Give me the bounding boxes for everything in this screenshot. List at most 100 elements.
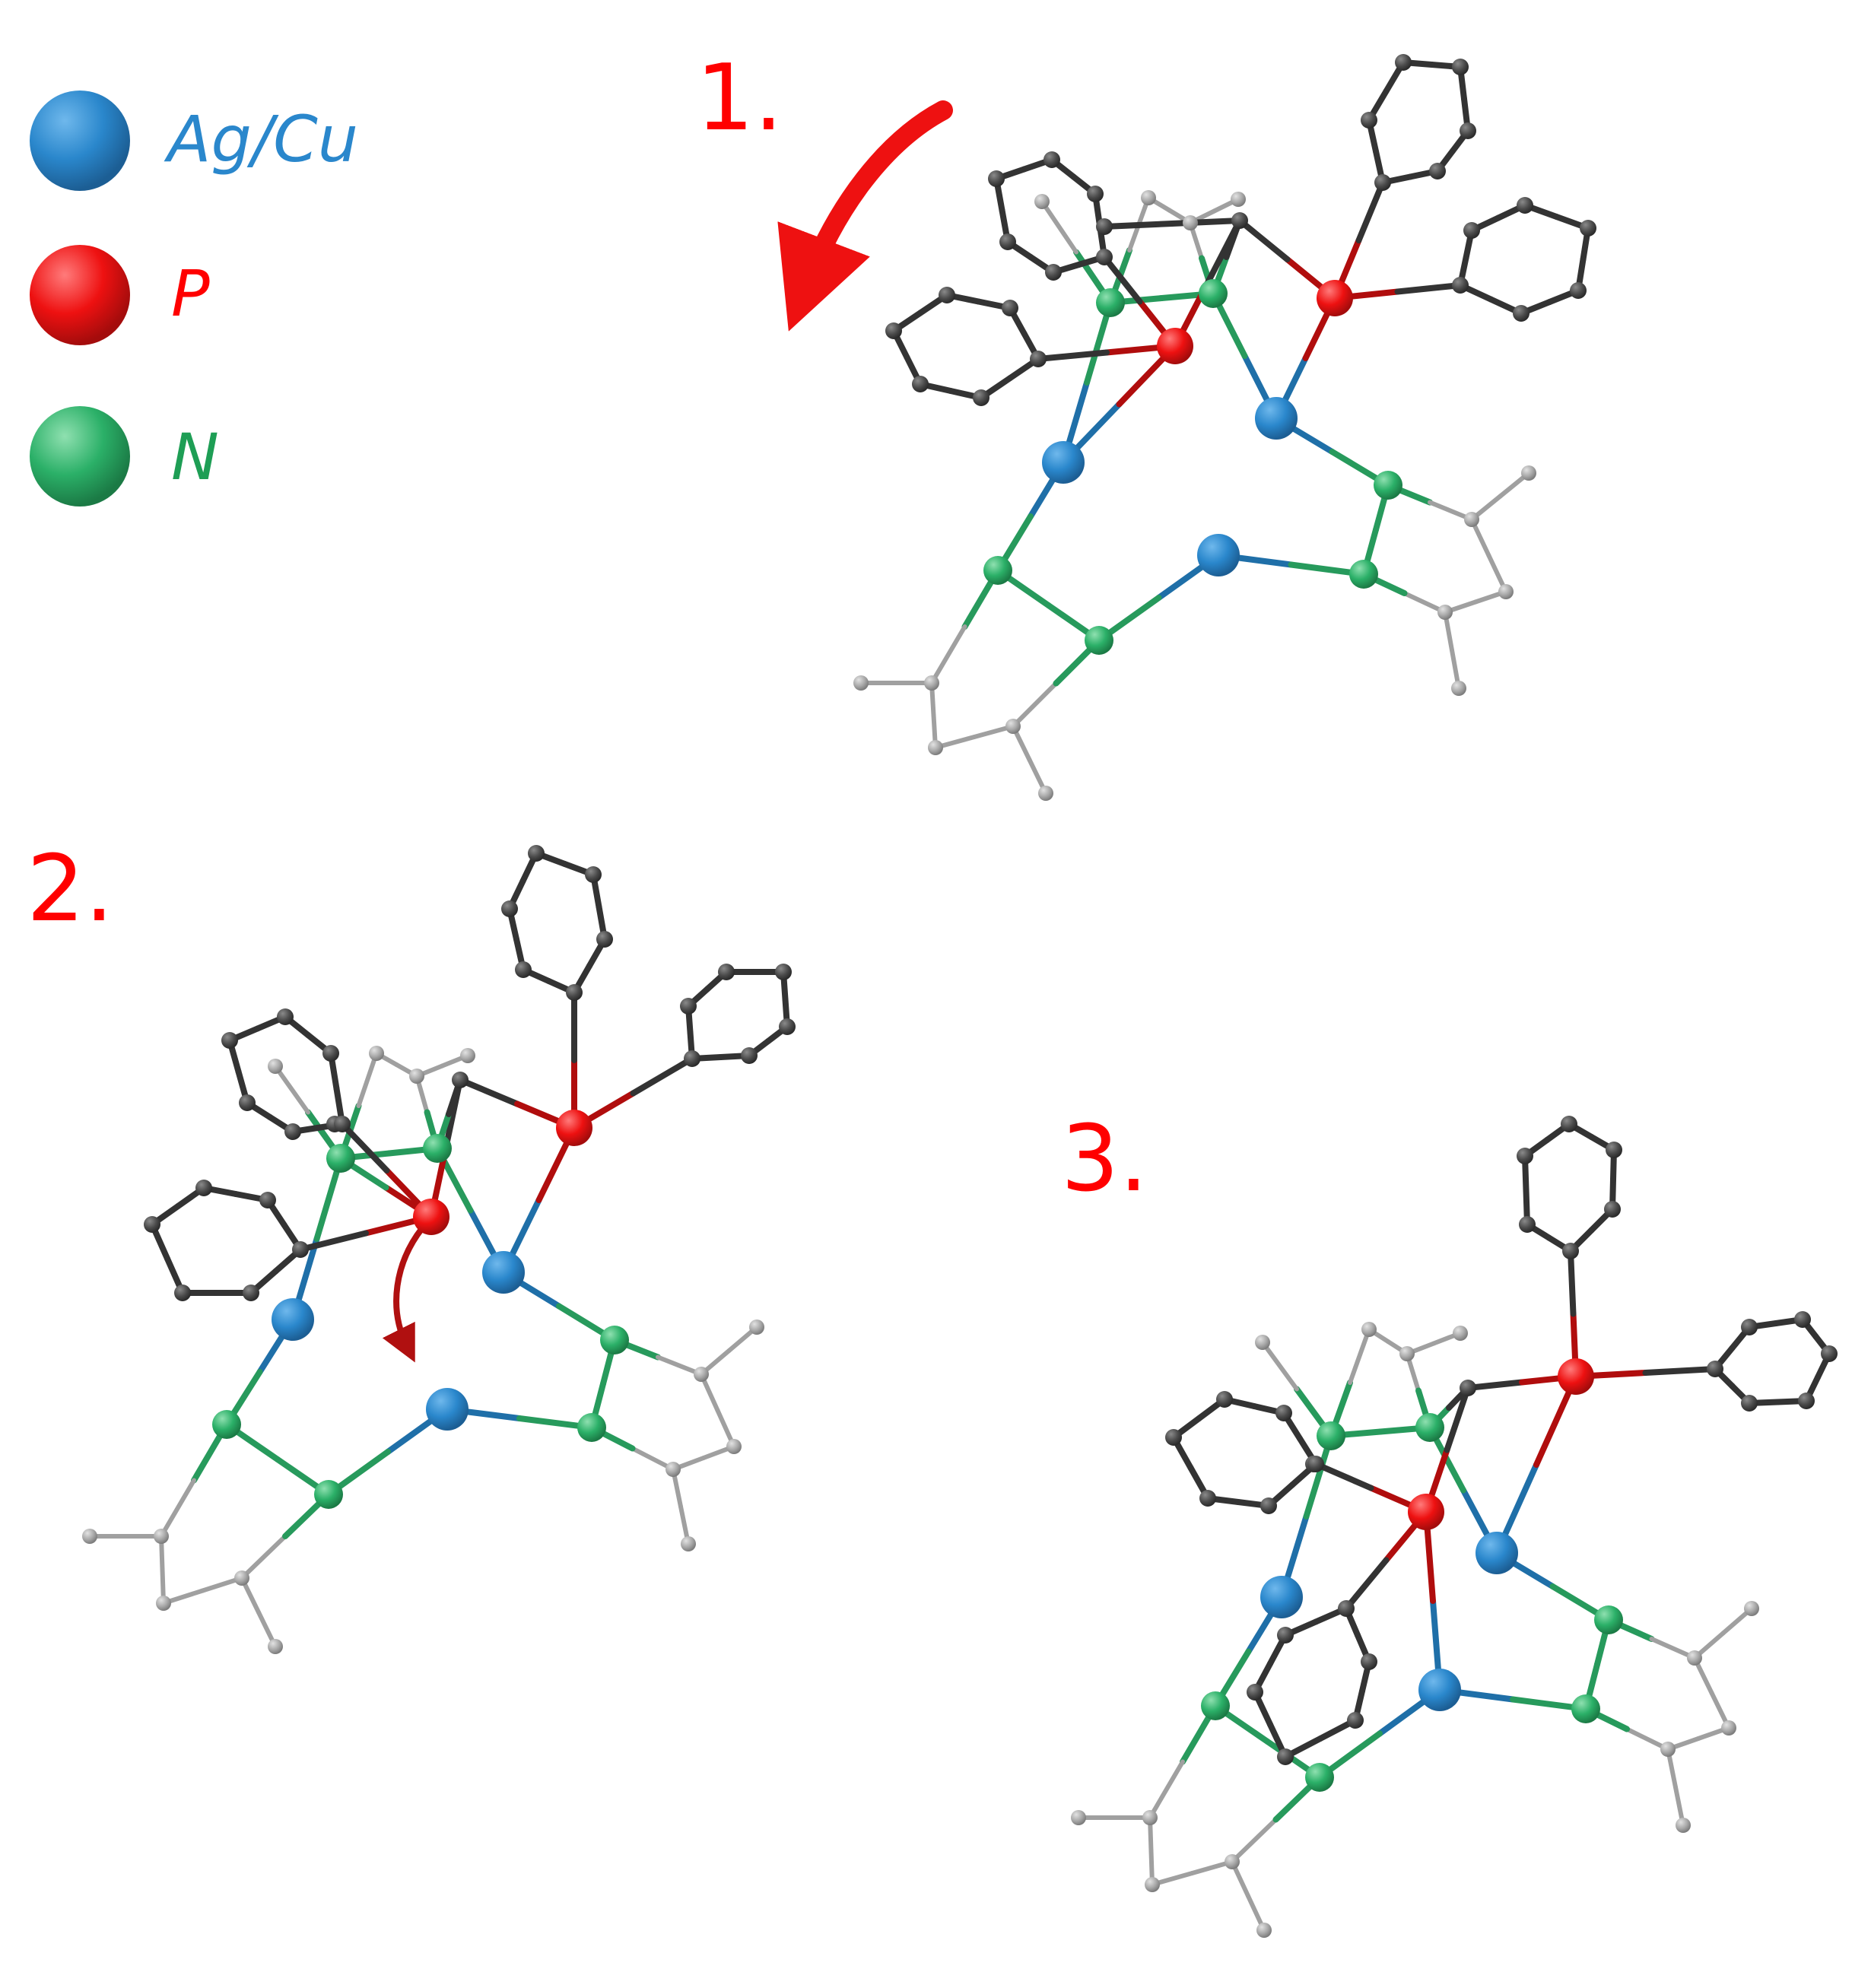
carbon-atom bbox=[1307, 1456, 1324, 1472]
n-atom bbox=[314, 1480, 343, 1509]
carbon-atom bbox=[1183, 215, 1198, 230]
carbon-atom bbox=[1562, 1243, 1579, 1259]
carbon-atom bbox=[1513, 305, 1530, 322]
carbon-atom bbox=[1096, 218, 1113, 235]
carbon-atom bbox=[1744, 1601, 1759, 1616]
carbon-atom bbox=[775, 964, 792, 980]
carbon-atom bbox=[1034, 194, 1050, 209]
carbon-atom bbox=[1096, 249, 1113, 265]
n-atom bbox=[212, 1410, 241, 1439]
p-atom bbox=[1317, 280, 1353, 316]
carbon-atom bbox=[1044, 151, 1060, 168]
bond bbox=[1011, 681, 1059, 729]
bond bbox=[1649, 1637, 1697, 1660]
carbon-atom bbox=[277, 1008, 294, 1025]
legend-label-metal: Ag/Cu bbox=[164, 102, 358, 176]
carbon-atom bbox=[1460, 1380, 1476, 1396]
bond bbox=[1148, 1759, 1185, 1820]
carbon-atom bbox=[1437, 605, 1453, 620]
step-label-2: 2. bbox=[27, 837, 114, 942]
bond bbox=[457, 1077, 520, 1107]
rotation-arrow bbox=[777, 100, 953, 332]
carbon-atom bbox=[1570, 282, 1587, 299]
bond bbox=[1642, 1366, 1718, 1376]
n-atom bbox=[1415, 1413, 1444, 1442]
carbon-atom bbox=[82, 1529, 97, 1544]
bond bbox=[159, 1478, 196, 1539]
carbon-atom bbox=[1452, 59, 1469, 75]
carbon-atom bbox=[1071, 1810, 1086, 1825]
carbon-atom bbox=[1604, 1201, 1621, 1218]
n-atom bbox=[1305, 1763, 1334, 1792]
carbon-atom bbox=[684, 1050, 700, 1067]
bond bbox=[630, 1056, 695, 1097]
legend-item-n: N bbox=[30, 406, 219, 507]
carbon-atom bbox=[1517, 1148, 1533, 1164]
n-atom bbox=[1317, 1421, 1345, 1450]
metal-atom bbox=[1042, 441, 1085, 484]
molecule-step-1 bbox=[853, 54, 1596, 801]
n-atom bbox=[423, 1134, 452, 1163]
carbon-atom bbox=[1165, 1429, 1182, 1446]
carbon-atom bbox=[1005, 719, 1021, 734]
n-atom bbox=[1096, 288, 1125, 317]
carbon-atom bbox=[988, 170, 1005, 187]
metal-atom bbox=[426, 1388, 469, 1431]
carbon-atom bbox=[268, 1639, 283, 1654]
carbon-atom bbox=[334, 1116, 351, 1132]
carbon-atom bbox=[680, 998, 697, 1015]
carbon-atom bbox=[1275, 1405, 1292, 1421]
carbon-atom bbox=[1707, 1361, 1723, 1377]
bond bbox=[1465, 1379, 1525, 1391]
carbon-atom bbox=[585, 866, 602, 883]
step-label-1: 1. bbox=[696, 46, 783, 151]
carbon-atom bbox=[239, 1094, 256, 1111]
metal-atom bbox=[1418, 1669, 1461, 1711]
carbon-atom bbox=[694, 1367, 709, 1382]
molecule-step-2 bbox=[82, 845, 796, 1654]
n-atom bbox=[1349, 560, 1378, 589]
carbon-atom bbox=[515, 961, 532, 978]
carbon-atom bbox=[928, 740, 943, 755]
carbon-atom bbox=[1216, 1391, 1233, 1408]
carbon-atom bbox=[528, 845, 545, 862]
metal-atom bbox=[1255, 397, 1298, 440]
legend-label-p: P bbox=[171, 256, 210, 331]
legend: Ag/Cu P N bbox=[30, 91, 358, 507]
carbon-atom bbox=[1463, 222, 1480, 239]
bond bbox=[1169, 218, 1243, 227]
bond bbox=[630, 1446, 675, 1472]
carbon-atom bbox=[221, 1032, 238, 1049]
carbon-atom bbox=[1141, 190, 1156, 205]
legend-item-p: P bbox=[30, 245, 210, 345]
carbon-atom bbox=[1498, 584, 1514, 599]
n-atom-swatch bbox=[30, 406, 130, 507]
carbon-atom bbox=[924, 675, 939, 691]
carbon-atom bbox=[1676, 1818, 1691, 1833]
bond bbox=[1237, 218, 1291, 262]
carbon-atom bbox=[1338, 1600, 1355, 1617]
bond bbox=[1625, 1726, 1670, 1751]
metal-atom bbox=[272, 1298, 314, 1341]
carbon-atom bbox=[681, 1536, 696, 1551]
carbon-atom bbox=[1347, 1712, 1364, 1729]
carbon-atom bbox=[1199, 1490, 1216, 1507]
metal-atom bbox=[1476, 1532, 1518, 1574]
carbon-atom bbox=[853, 675, 869, 691]
carbon-atom bbox=[1687, 1650, 1702, 1666]
bond bbox=[1348, 1327, 1371, 1385]
carbon-atom bbox=[322, 1045, 339, 1062]
carbon-atom bbox=[1247, 1684, 1263, 1701]
carbon-atom bbox=[452, 1072, 469, 1088]
n-atom bbox=[1085, 626, 1113, 655]
carbon-atom bbox=[1464, 512, 1479, 527]
n-atom bbox=[1374, 471, 1402, 500]
carbon-atom bbox=[1821, 1345, 1838, 1362]
p-atom bbox=[1408, 1494, 1444, 1530]
carbon-atom bbox=[779, 1018, 796, 1035]
carbon-atom bbox=[1231, 212, 1248, 229]
bond bbox=[273, 1064, 310, 1115]
carbon-atom bbox=[1255, 1335, 1270, 1350]
bond bbox=[356, 1051, 379, 1108]
carbon-atom bbox=[1231, 192, 1246, 207]
